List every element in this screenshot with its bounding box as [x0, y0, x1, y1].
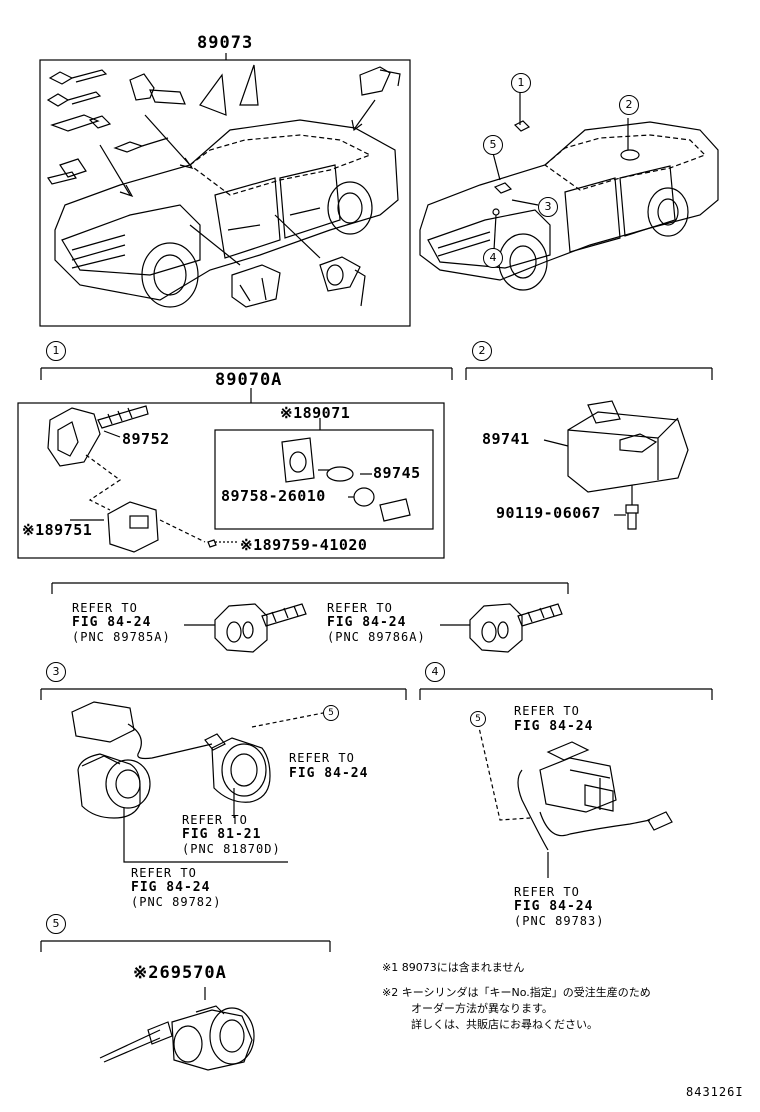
note-2-line1: ※2 キーシリンダは「キーNo.指定」の受注生産のため: [382, 986, 651, 999]
s3-refer3-line2[interactable]: FIG 84-24: [131, 880, 211, 895]
key-a-refer-line3: (PNC 89785A): [72, 630, 171, 644]
section-4-marker[interactable]: 4: [425, 662, 445, 682]
figure-id: 843126I: [686, 1085, 744, 1099]
s4-refer2-line1: REFER TO: [514, 885, 580, 899]
note-2-line2: オーダー方法が異なります。: [411, 1002, 553, 1015]
section-2-marker[interactable]: 2: [472, 341, 492, 361]
section-3-bubble-5[interactable]: 5: [323, 705, 339, 721]
s3-refer3-line3: (PNC 89782): [131, 895, 222, 909]
cover-part-number: ※189751: [22, 521, 93, 539]
key-b-refer-line1: REFER TO: [327, 601, 393, 615]
section1-lines: [17, 367, 453, 559]
transponder-kit-number: ※189071: [280, 404, 351, 422]
callout-4[interactable]: 4: [483, 248, 503, 268]
section-4-bubble-5[interactable]: 5: [470, 711, 486, 727]
module-part-number: 89741: [482, 430, 530, 448]
car-right-illustration: [419, 92, 719, 291]
s4-refer2-line3: (PNC 89783): [514, 914, 605, 928]
s3-refer2-line2[interactable]: FIG 81-21: [182, 827, 262, 842]
ring-part-number: 89745: [373, 464, 421, 482]
key-b-refer-line3: (PNC 89786A): [327, 630, 426, 644]
s3-refer2-line1: REFER TO: [182, 813, 248, 827]
section-1-title: 89070A: [215, 370, 283, 390]
callout-1[interactable]: 1: [511, 73, 531, 93]
note-2-line3: 詳しくは、共販店にお尋ねください。: [411, 1018, 598, 1031]
s4-refer1-line2[interactable]: FIG 84-24: [514, 719, 594, 734]
section-5-marker[interactable]: 5: [46, 914, 66, 934]
section3-lines: [40, 688, 407, 863]
cylinder-part-number: ※269570A: [133, 963, 227, 983]
s4-refer2-line2[interactable]: FIG 84-24: [514, 899, 594, 914]
kit-frame: [39, 53, 411, 327]
chip-part-number: 89758-26010: [221, 487, 326, 505]
section5-lines: [40, 940, 331, 1071]
s3-refer1-line2[interactable]: FIG 84-24: [289, 766, 369, 781]
s3-refer2-line3: (PNC 81870D): [182, 842, 281, 856]
callout-5[interactable]: 5: [483, 135, 503, 155]
section2-lines: [465, 367, 713, 530]
key-a-refer-line2[interactable]: FIG 84-24: [72, 615, 152, 630]
bolt-part-number: 90119-06067: [496, 504, 601, 522]
s3-refer3-line1: REFER TO: [131, 866, 197, 880]
callout-2[interactable]: 2: [619, 95, 639, 115]
car-left-illustration: [46, 64, 401, 308]
keys-ref-lines: [51, 582, 569, 653]
screw-part-number: ※189759-41020: [240, 536, 368, 554]
key-part-number: 89752: [122, 430, 170, 448]
s3-refer1-line1: REFER TO: [289, 751, 355, 765]
s4-refer1-line1: REFER TO: [514, 704, 580, 718]
section4-lines: [419, 688, 713, 878]
callout-3[interactable]: 3: [538, 197, 558, 217]
key-a-refer-line1: REFER TO: [72, 601, 138, 615]
key-b-refer-line2[interactable]: FIG 84-24: [327, 615, 407, 630]
section-3-marker[interactable]: 3: [46, 662, 66, 682]
kit-part-number: 89073: [197, 33, 254, 53]
note-1: ※1 89073には含まれません: [382, 961, 525, 974]
section-1-marker[interactable]: 1: [46, 341, 66, 361]
